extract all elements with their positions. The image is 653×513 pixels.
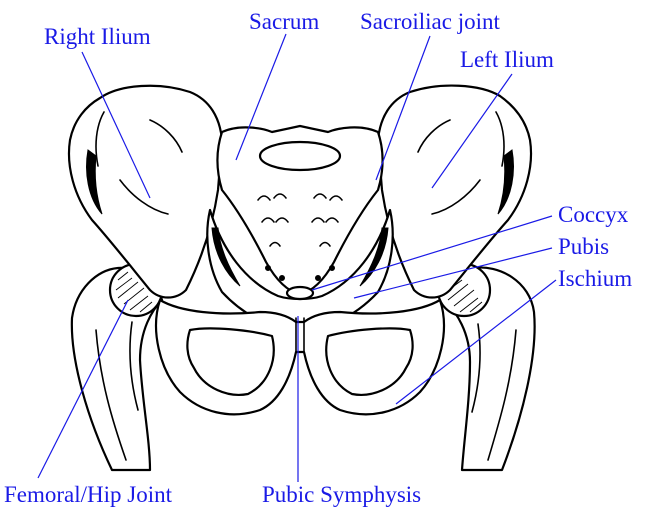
label-sacrum: Sacrum [249, 9, 319, 34]
label-coccyx: Coccyx [558, 202, 629, 227]
right-ilium-bone [69, 86, 222, 298]
left-ilium-bone [378, 86, 531, 298]
label-ischium: Ischium [558, 266, 632, 291]
pelvis-illustration [69, 86, 535, 470]
label-pubis: Pubis [558, 234, 609, 259]
label-femoral-hip-joint: Femoral/Hip Joint [4, 482, 173, 507]
label-left-ilium: Left Ilium [460, 47, 554, 72]
label-sacroiliac-joint: Sacroiliac joint [360, 9, 500, 34]
coccyx-bone [287, 287, 313, 299]
label-pubic-symphysis: Pubic Symphysis [262, 482, 421, 507]
label-right-ilium: Right Ilium [44, 24, 151, 49]
